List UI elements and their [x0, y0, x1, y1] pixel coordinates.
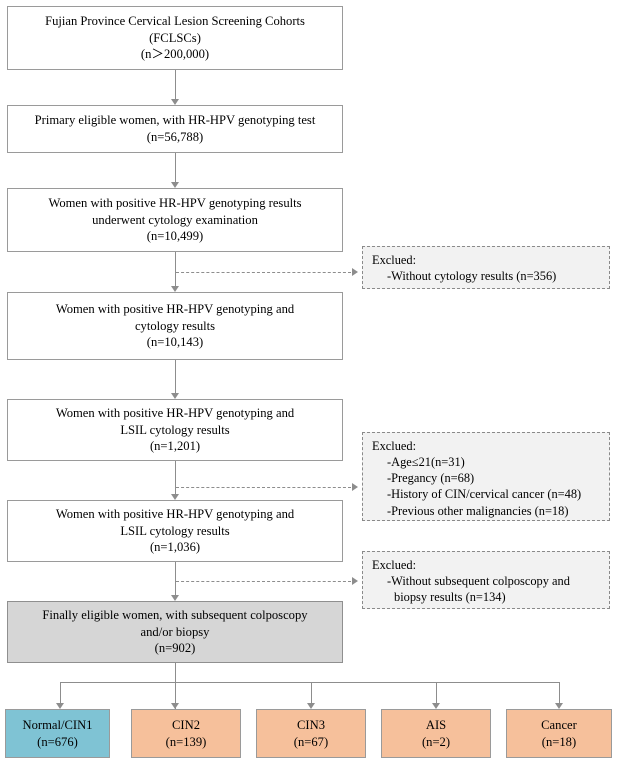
exclusion-box-criteria-item-3: -History of CIN/cervical cancer (n=48)	[387, 487, 582, 502]
node-positive-cytology-exam-line-3: (n=10,499)	[146, 229, 204, 244]
exclusion-box-colposcopy-item-2: biopsy results (n=134)	[394, 590, 506, 605]
connector-outcome-bus	[60, 682, 559, 683]
connector-branch-cancer	[559, 682, 560, 703]
arrowhead-dashed-to-exclusion-cytology	[352, 268, 358, 276]
arrowhead-cytology-results-to-lsil-1201	[171, 393, 179, 399]
outcome-box-cin2-label: CIN2	[172, 717, 200, 732]
node-cohort-line-2: (FCLSCs)	[149, 30, 201, 45]
outcome-box-cin3: CIN3 (n=67)	[256, 709, 366, 758]
connector-primary-to-cytology-exam	[175, 153, 176, 182]
arrowhead-dashed-to-exclusion-criteria	[352, 483, 358, 491]
arrowhead-branch-cancer	[555, 703, 563, 709]
node-cohort-line-3: (n＞200,000)	[140, 47, 210, 62]
node-finally-eligible-line-1: Finally eligible women, with subsequent …	[42, 608, 308, 623]
node-lsil-1036-line-1: Women with positive HR-HPV genotyping an…	[55, 507, 295, 522]
node-primary-eligible: Primary eligible women, with HR-HPV geno…	[7, 105, 343, 153]
node-positive-cytology-exam-line-1: Women with positive HR-HPV genotyping re…	[48, 196, 302, 211]
node-lsil-1201-line-2: LSIL cytology results	[120, 422, 230, 437]
exclusion-box-colposcopy-head: Exclued:	[372, 558, 417, 572]
node-positive-cytology-results-line-1: Women with positive HR-HPV genotyping an…	[55, 302, 295, 317]
connector-branch-ais	[436, 682, 437, 703]
arrowhead-cohort-to-primary	[171, 99, 179, 105]
exclusion-box-criteria-item-2: -Pregancy (n=68)	[387, 471, 475, 486]
arrowhead-branch-cin3	[307, 703, 315, 709]
exclusion-box-criteria-item-1: -Age≤21(n=31)	[387, 455, 465, 470]
arrowhead-cytology-exam-to-results	[171, 286, 179, 292]
connector-lsil-1201-to-lsil-1036	[175, 461, 176, 494]
outcome-box-normal-cin1-count: (n=676)	[37, 734, 78, 749]
node-lsil-1036-line-2: LSIL cytology results	[120, 523, 230, 538]
node-positive-cytology-results-line-2: cytology results	[134, 318, 216, 333]
node-lsil-1201-line-3: (n=1,201)	[149, 439, 201, 454]
exclusion-box-criteria: Exclued: -Age≤21(n=31) -Pregancy (n=68) …	[362, 432, 610, 521]
connector-finally-eligible-stem	[175, 663, 176, 709]
connector-lsil-1036-to-finally-eligible	[175, 562, 176, 595]
exclusion-box-colposcopy: Exclued: -Without subsequent colposcopy …	[362, 551, 610, 609]
node-positive-cytology-exam: Women with positive HR-HPV genotyping re…	[7, 188, 343, 252]
exclusion-box-cytology-item-1: -Without cytology results (n=356)	[387, 269, 557, 284]
node-lsil-1201: Women with positive HR-HPV genotyping an…	[7, 399, 343, 461]
outcome-box-cin3-label: CIN3	[297, 717, 325, 732]
connector-dashed-to-exclusion-criteria	[176, 487, 351, 488]
arrowhead-dashed-to-exclusion-colposcopy	[352, 577, 358, 585]
node-lsil-1036-line-3: (n=1,036)	[149, 540, 201, 555]
outcome-box-ais: AIS (n=2)	[381, 709, 491, 758]
node-cohort-line-1: Fujian Province Cervical Lesion Screenin…	[45, 14, 305, 29]
outcome-box-normal-cin1: Normal/CIN1 (n=676)	[5, 709, 110, 758]
node-primary-eligible-line-1: Primary eligible women, with HR-HPV geno…	[34, 113, 316, 128]
outcome-box-cin2: CIN2 (n=139)	[131, 709, 241, 758]
arrowhead-branch-normal-cin1	[56, 703, 64, 709]
outcome-box-cancer-count: (n=18)	[541, 734, 577, 749]
arrowhead-branch-ais	[432, 703, 440, 709]
outcome-box-normal-cin1-label: Normal/CIN1	[22, 717, 93, 732]
connector-cytology-results-to-lsil-1201	[175, 360, 176, 393]
outcome-box-ais-count: (n=2)	[421, 734, 451, 749]
node-positive-cytology-exam-line-2: underwent cytology examination	[92, 212, 258, 227]
arrowhead-branch-cin2	[171, 703, 179, 709]
outcome-box-cancer: Cancer (n=18)	[506, 709, 612, 758]
exclusion-box-cytology: Exclued: -Without cytology results (n=35…	[362, 246, 610, 289]
connector-cytology-exam-to-results	[175, 252, 176, 286]
exclusion-box-criteria-head: Exclued:	[372, 439, 417, 453]
connector-dashed-to-exclusion-cytology	[176, 272, 351, 273]
outcome-box-cin2-count: (n=139)	[165, 734, 207, 749]
arrowhead-lsil-1201-to-lsil-1036	[171, 494, 179, 500]
connector-branch-normal-cin1	[60, 682, 61, 703]
exclusion-box-cytology-head: Exclued:	[372, 253, 417, 267]
connector-cohort-to-primary	[175, 70, 176, 99]
outcome-box-cin3-count: (n=67)	[293, 734, 329, 749]
exclusion-box-colposcopy-item-1: -Without subsequent colposcopy and	[387, 574, 570, 589]
node-finally-eligible-line-3: (n=902)	[154, 641, 196, 656]
arrowhead-primary-to-cytology-exam	[171, 182, 179, 188]
outcome-box-ais-label: AIS	[425, 717, 447, 732]
node-positive-cytology-results-line-3: (n=10,143)	[146, 335, 204, 350]
exclusion-box-criteria-item-4: -Previous other malignancies (n=18)	[387, 503, 569, 518]
connector-branch-cin3	[311, 682, 312, 703]
arrowhead-lsil-1036-to-finally-eligible	[171, 595, 179, 601]
connector-dashed-to-exclusion-colposcopy	[176, 581, 351, 582]
node-cohort: Fujian Province Cervical Lesion Screenin…	[7, 6, 343, 70]
node-positive-cytology-results: Women with positive HR-HPV genotyping an…	[7, 292, 343, 360]
node-primary-eligible-line-2: (n=56,788)	[146, 130, 204, 144]
node-finally-eligible-line-2: and/or biopsy	[140, 624, 210, 639]
node-finally-eligible: Finally eligible women, with subsequent …	[7, 601, 343, 663]
node-lsil-1201-line-1: Women with positive HR-HPV genotyping an…	[55, 406, 295, 421]
outcome-box-cancer-label: Cancer	[541, 717, 577, 732]
node-lsil-1036: Women with positive HR-HPV genotyping an…	[7, 500, 343, 562]
